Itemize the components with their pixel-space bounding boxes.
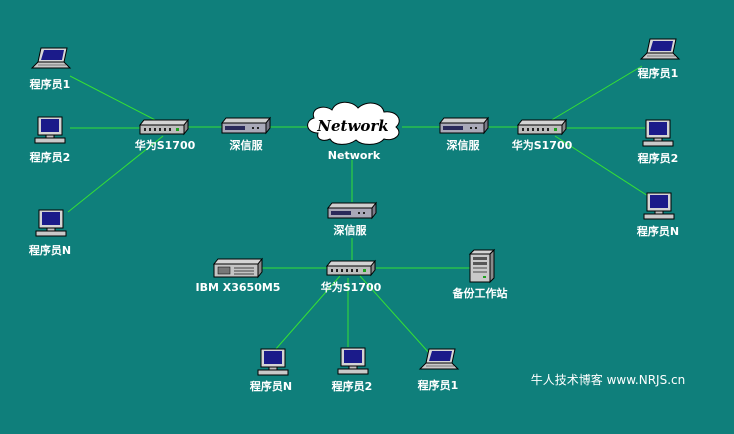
desktop-icon bbox=[643, 192, 675, 220]
laptop-icon bbox=[419, 348, 459, 370]
right-switch-label: 华为S1700 bbox=[512, 138, 573, 152]
modem-icon bbox=[221, 117, 271, 134]
desktop-icon bbox=[34, 116, 66, 144]
left-modem-label: 深信服 bbox=[230, 138, 264, 152]
right-desktop-label: 程序员2 bbox=[638, 151, 679, 165]
backup-workstation-label: 备份工作站 bbox=[452, 286, 508, 300]
desktop-icon bbox=[35, 209, 67, 237]
network-cloud: Network bbox=[307, 101, 400, 145]
switch-icon bbox=[139, 119, 189, 135]
modem-icon bbox=[439, 117, 489, 134]
watermark-text: 牛人技术博客 www.NRJS.cn bbox=[531, 372, 685, 387]
switch-icon bbox=[517, 119, 567, 135]
left-desktop-label: 程序员2 bbox=[30, 150, 71, 164]
modem-icon bbox=[327, 202, 377, 219]
bottom-desktopn-label: 程序员N bbox=[250, 379, 292, 393]
tower-workstation-icon bbox=[469, 249, 495, 283]
left-laptop-label: 程序员1 bbox=[30, 77, 71, 91]
bottom-laptop-label: 程序员1 bbox=[418, 378, 459, 392]
cloud-text: Network bbox=[316, 117, 388, 135]
switch-icon bbox=[326, 260, 376, 276]
laptop-icon bbox=[31, 47, 71, 69]
link-right-switch-laptop bbox=[544, 65, 643, 125]
server-label: IBM X3650M5 bbox=[196, 281, 281, 294]
desktop-icon bbox=[337, 347, 369, 375]
link-switch-bottom-laptop bbox=[359, 275, 431, 355]
right-laptop-label: 程序员1 bbox=[638, 66, 679, 80]
link-right-switch-desktopn bbox=[554, 135, 649, 197]
bottom-desktop-label: 程序员2 bbox=[332, 379, 373, 393]
link-lines bbox=[67, 65, 649, 355]
left-switch-label: 华为S1700 bbox=[135, 138, 196, 152]
cloud-label: Network bbox=[328, 149, 381, 162]
laptop-icon bbox=[640, 38, 680, 60]
right-modem-label: 深信服 bbox=[447, 138, 481, 152]
server-icon bbox=[213, 258, 263, 278]
bottom-modem-label: 深信服 bbox=[334, 223, 368, 237]
link-left-laptop-switch bbox=[69, 75, 166, 126]
desktop-icon bbox=[642, 119, 674, 147]
link-switch-bottom-desktopn bbox=[274, 275, 341, 351]
link-left-desktopn-switch bbox=[67, 135, 164, 213]
desktop-icon bbox=[257, 348, 289, 376]
right-desktopn-label: 程序员N bbox=[637, 224, 679, 238]
left-desktopn-label: 程序员N bbox=[29, 243, 71, 257]
bottom-switch-label: 华为S1700 bbox=[321, 280, 382, 294]
